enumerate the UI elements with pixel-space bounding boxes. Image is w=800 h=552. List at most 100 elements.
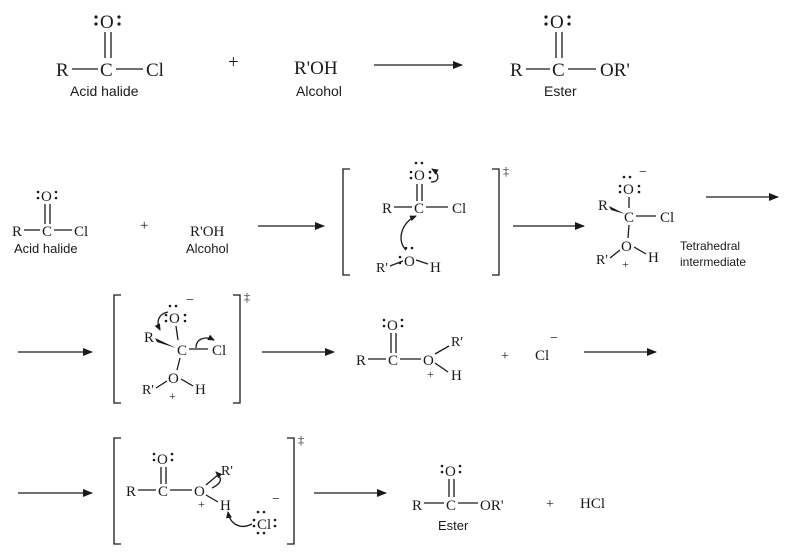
curved-arrow xyxy=(211,471,223,489)
alkyl-group: R' xyxy=(376,261,388,276)
r-group: R xyxy=(356,353,366,369)
hydrogen: H xyxy=(430,260,441,276)
carbonyl-oxygen: O xyxy=(387,318,398,334)
alcohol-oxygen: O xyxy=(404,254,415,270)
negative-charge: − xyxy=(550,331,558,346)
negative-charge: − xyxy=(639,165,647,180)
hydrogen: H xyxy=(220,498,231,514)
carbonyl-carbon: C xyxy=(388,353,398,369)
ester-structure: O R C OR' Ester xyxy=(510,12,630,99)
wedge-bond xyxy=(155,338,176,348)
alkoxide-oxygen: O xyxy=(623,182,634,198)
right-bracket xyxy=(287,437,295,545)
positive-charge: + xyxy=(169,389,176,403)
carbonyl-carbon: C xyxy=(446,498,456,514)
chlorine: Cl xyxy=(74,224,88,240)
carbonyl-oxygen: O xyxy=(414,168,425,184)
or-group: OR' xyxy=(480,498,504,514)
chlorine: Cl xyxy=(452,201,466,217)
oxonium-oxygen: O xyxy=(194,484,205,500)
chlorine: Cl xyxy=(212,343,226,359)
alcohol-structure: R'OH Alcohol xyxy=(294,58,342,99)
transition-state-symbol: ‡ xyxy=(298,433,304,447)
ester-label: Ester xyxy=(438,518,469,533)
left-bracket xyxy=(342,168,350,276)
tetrahedral-label-2: intermediate xyxy=(680,255,746,269)
carbonyl-carbon: C xyxy=(414,201,424,217)
protonated-ester: O R C O R' H + xyxy=(356,318,463,384)
carbonyl-carbon: C xyxy=(158,484,168,500)
r-group: R xyxy=(382,201,392,217)
plus-sign: + xyxy=(140,218,148,234)
alkyl-group: R' xyxy=(451,335,463,350)
mechanism-row-2: ‡ O − R C Cl O R' H + O xyxy=(18,290,657,404)
plus-sign: + xyxy=(228,52,239,73)
curved-arrow xyxy=(226,511,253,527)
right-bracket xyxy=(233,294,241,404)
carbonyl-oxygen: O xyxy=(157,452,168,468)
carbonyl-oxygen: O xyxy=(550,12,564,33)
curved-arrow xyxy=(195,334,215,349)
carbonyl-oxygen: O xyxy=(445,464,456,480)
chloride: Cl xyxy=(257,517,271,533)
carbonyl-oxygen: O xyxy=(41,189,52,205)
alcohol-formula: R'OH xyxy=(190,224,225,240)
or-group: OR' xyxy=(600,60,630,81)
plus-sign: + xyxy=(546,497,554,512)
alcohol-structure: R'OH Alcohol xyxy=(186,224,229,256)
right-bracket xyxy=(492,168,500,276)
positive-charge: + xyxy=(198,497,205,511)
chloride-ion: Cl − xyxy=(535,331,558,364)
positive-charge: + xyxy=(427,367,434,381)
curved-arrow xyxy=(430,168,439,183)
overall-reaction: O R C Cl Acid halide + R'OH Alcohol O R … xyxy=(56,12,630,99)
negative-charge: − xyxy=(272,492,280,507)
curved-arrow xyxy=(154,311,169,331)
carbonyl-carbon: C xyxy=(100,60,113,81)
mechanism-row-3: ‡ O R C O R' H + Cl − O xyxy=(18,433,605,545)
hydrogen: H xyxy=(451,368,462,384)
chlorine: Cl xyxy=(660,210,674,226)
r-group: R xyxy=(510,60,523,81)
oxonium-oxygen: O xyxy=(621,239,632,255)
hydrogen: H xyxy=(195,382,206,398)
r-group: R xyxy=(412,498,422,514)
r-group: R xyxy=(12,224,22,240)
acid-halide-structure: O R C Cl Acid halide xyxy=(12,189,88,256)
tetrahedral-label-1: Tetrahedral xyxy=(680,239,740,253)
carbonyl-carbon: C xyxy=(552,60,565,81)
oxonium-oxygen: O xyxy=(168,371,179,387)
plus-sign: + xyxy=(501,349,509,364)
alkoxide-oxygen: O xyxy=(169,311,180,327)
carbonyl-carbon: C xyxy=(42,224,52,240)
acid-halide-structure: O R C Cl Acid halide xyxy=(56,12,164,99)
tetrahedral-carbon: C xyxy=(177,343,187,359)
transition-state-3: ‡ O R C O R' H + Cl − xyxy=(113,433,304,545)
alcohol-formula: R'OH xyxy=(294,58,338,79)
left-bracket xyxy=(113,437,121,545)
ester-label: Ester xyxy=(544,83,577,99)
r-group: R xyxy=(598,198,608,214)
acid-halide-label: Acid halide xyxy=(14,241,78,256)
hydrogen: H xyxy=(648,250,659,266)
hcl-product: HCl xyxy=(580,496,605,512)
alcohol-label: Alcohol xyxy=(186,241,229,256)
alkyl-group: R' xyxy=(142,383,154,398)
r-group: R xyxy=(144,330,154,346)
ester-structure: O R C OR' Ester xyxy=(412,464,504,533)
wedge-bond xyxy=(609,206,625,214)
transition-state-symbol: ‡ xyxy=(503,164,509,178)
chlorine: Cl xyxy=(146,60,164,81)
tetrahedral-intermediate: O − R C Cl O R' H + Tetrahedral intermed… xyxy=(596,165,746,271)
alkyl-group: R' xyxy=(596,253,608,268)
left-bracket xyxy=(113,294,121,404)
alkyl-group: R' xyxy=(221,464,233,479)
transition-state-2: ‡ O − R C Cl O R' H + xyxy=(113,290,250,404)
positive-charge: + xyxy=(622,257,629,271)
mechanism-row-1: O R C Cl Acid halide + R'OH Alcohol ‡ O xyxy=(12,161,779,276)
carbonyl-oxygen: O xyxy=(100,12,114,33)
negative-charge: − xyxy=(186,293,194,308)
oxonium-oxygen: O xyxy=(423,353,434,369)
